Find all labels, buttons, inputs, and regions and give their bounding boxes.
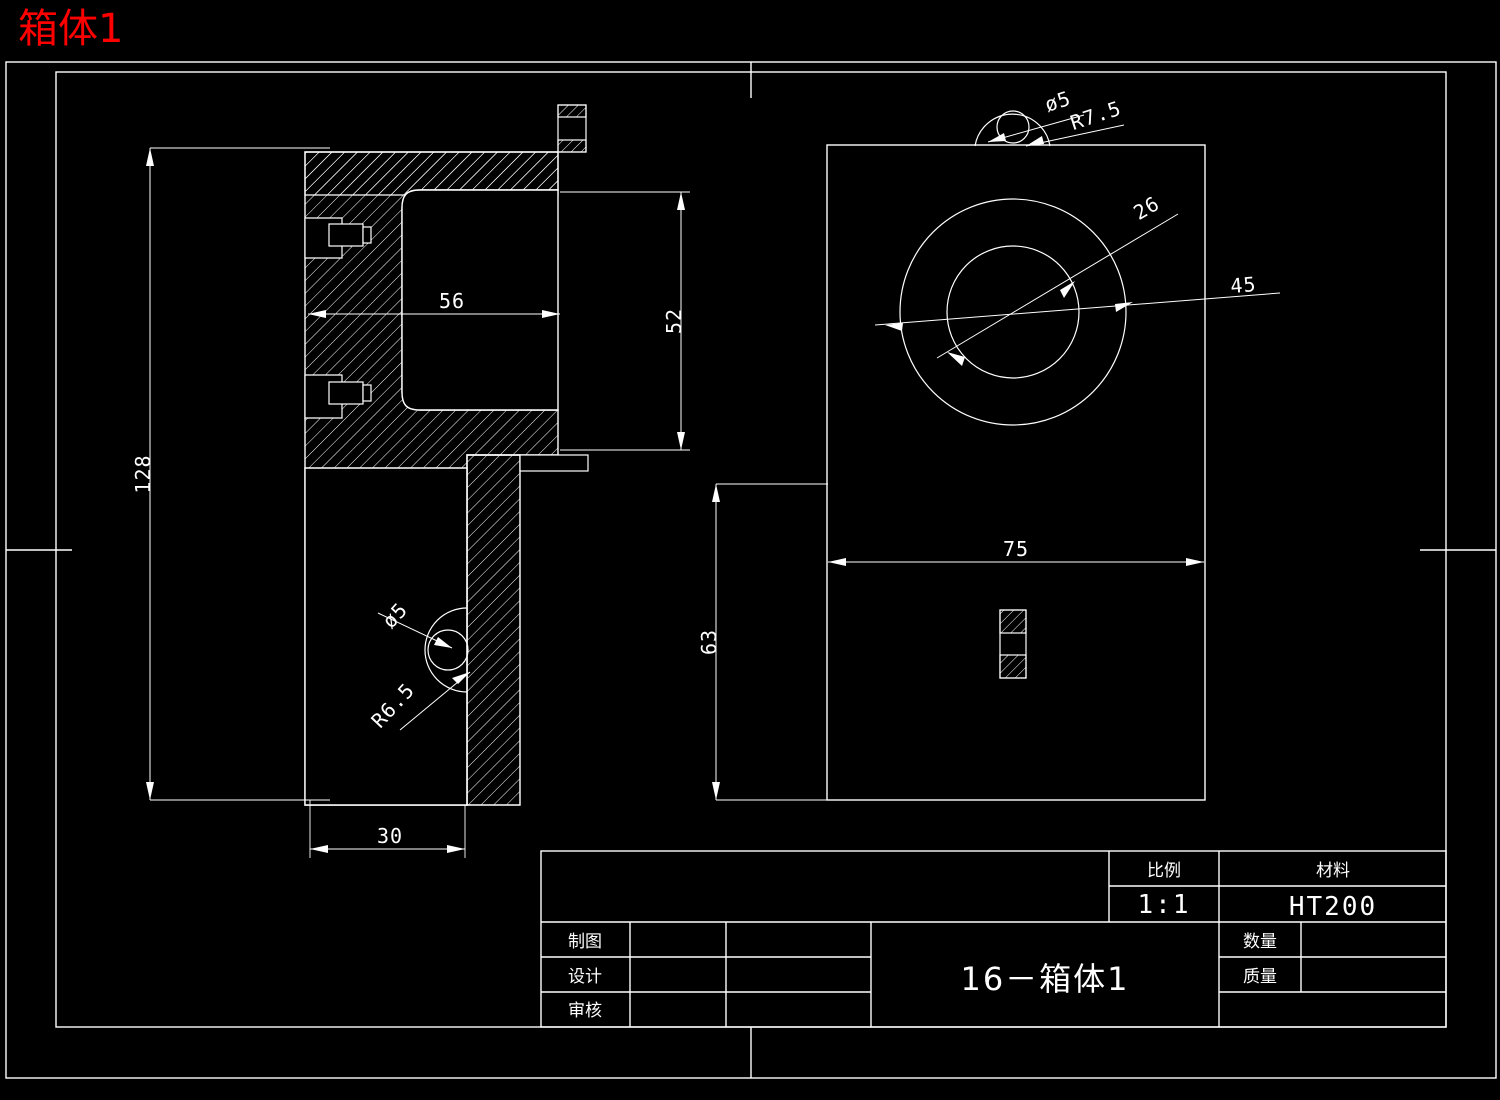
dim-128-text: 128 [131, 454, 155, 493]
dim-63-text: 63 [697, 629, 721, 655]
section-hole-feature [424, 607, 469, 693]
title-block-drawn-label: 制图 [568, 932, 602, 952]
drawing-label-title: 箱体1 [18, 6, 124, 52]
title-block-material-value: HT200 [1289, 892, 1377, 922]
dim-56: 56 [308, 289, 560, 318]
front-view-top-lug [974, 110, 1051, 147]
title-block-material-label: 材料 [1316, 861, 1350, 881]
dim-75-text: 75 [1003, 537, 1029, 561]
title-block-quantity-label: 数量 [1243, 932, 1277, 952]
dim-30: 30 [309, 800, 466, 858]
sheet-inner-border [55, 71, 1447, 1028]
dim-75: 75 [828, 537, 1204, 566]
title-block-part-title: 16－箱体1 [960, 960, 1129, 998]
section-notch-upper-left [304, 217, 372, 259]
dim-45: 45 [874, 272, 1281, 331]
right-front-view: ø5 R7.5 26 45 [697, 86, 1281, 801]
leader-r75-front: R7.5 [1025, 96, 1124, 147]
section-notch-lower-left [304, 374, 372, 419]
dim-128: 128 [131, 147, 330, 801]
sheet-outer-border [5, 61, 1497, 1079]
dim-45-text: 45 [1229, 272, 1257, 298]
front-view-plate [826, 144, 1206, 801]
title-block: 比例 1:1 材料 HT200 数量 质量 制图 设计 审核 16－箱体1 [540, 850, 1447, 1028]
section-bottom-tab [519, 454, 589, 472]
title-block-scale-value: 1:1 [1138, 890, 1191, 920]
left-section-view: 128 56 52 [131, 104, 690, 858]
front-view-inner-circle [946, 245, 1080, 379]
title-block-scale-label: 比例 [1147, 861, 1181, 881]
title-block-review-label: 审核 [568, 1001, 602, 1021]
title-block-design-label: 设计 [568, 967, 602, 987]
front-view-slot-detail [999, 609, 1027, 679]
dim-26: 26 [936, 191, 1179, 366]
dim-52: 52 [560, 191, 690, 451]
leader-r75-front-text: R7.5 [1067, 96, 1124, 135]
dim-26-text: 26 [1129, 191, 1164, 225]
dim-30-text: 30 [377, 824, 403, 848]
title-block-mass-label: 质量 [1243, 967, 1277, 987]
section-outline [304, 151, 559, 806]
front-view-outer-circle [899, 198, 1127, 426]
dim-63: 63 [697, 483, 828, 801]
dim-52-text: 52 [662, 308, 686, 334]
dim-56-text: 56 [439, 289, 465, 313]
section-top-lug [557, 104, 587, 153]
